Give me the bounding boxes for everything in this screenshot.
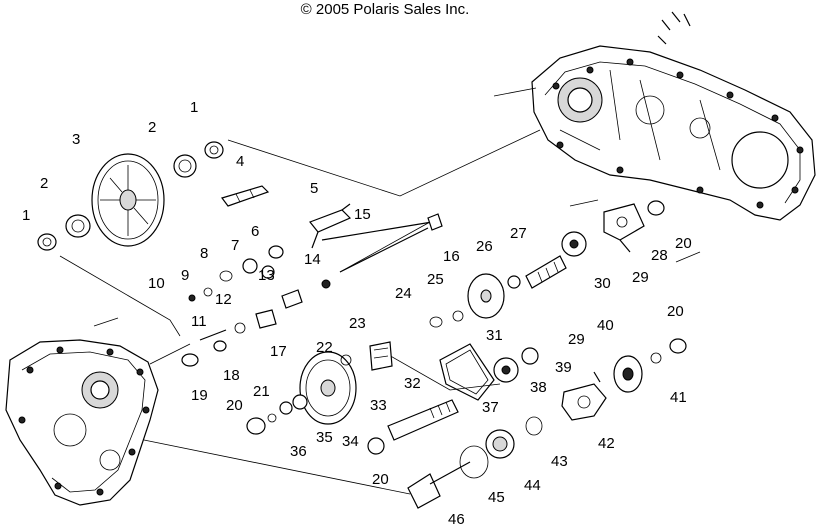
part-31-sprocket — [467, 273, 505, 319]
callout-20c: 20 — [675, 235, 692, 252]
part-44-bearing — [485, 429, 515, 459]
callout-27: 27 — [510, 225, 527, 242]
part-41 — [650, 352, 662, 364]
part-1-lower — [37, 233, 57, 251]
part-32-shaft — [387, 399, 459, 441]
callout-10: 10 — [148, 275, 165, 292]
callout-21: 21 — [253, 383, 270, 400]
callout-26: 26 — [476, 238, 493, 255]
callout-38: 38 — [530, 379, 547, 396]
part-43 — [525, 416, 543, 436]
callout-4: 4 — [236, 153, 244, 170]
callout-19: 19 — [191, 387, 208, 404]
callout-31: 31 — [486, 327, 503, 344]
part-20-bearings — [246, 200, 687, 455]
part-42-cover — [561, 383, 607, 421]
part-2-upper — [173, 154, 197, 178]
callout-8: 8 — [200, 245, 208, 262]
callout-20a: 20 — [226, 397, 243, 414]
callout-35: 35 — [316, 429, 333, 446]
part-35 — [292, 394, 308, 410]
callout-25: 25 — [427, 271, 444, 288]
callout-39: 39 — [555, 359, 572, 376]
callout-12: 12 — [215, 291, 232, 308]
part-4-bracket — [221, 185, 270, 207]
callout-20d: 20 — [667, 303, 684, 320]
callout-36: 36 — [290, 443, 307, 460]
callout-20b: 20 — [372, 471, 389, 488]
part-37-chain — [439, 343, 495, 401]
callout-30: 30 — [594, 275, 611, 292]
callout-1b: 1 — [22, 207, 30, 224]
callout-16: 16 — [443, 248, 460, 265]
part-2-lower — [65, 214, 91, 238]
callout-11: 11 — [191, 313, 207, 330]
callout-23: 23 — [349, 315, 366, 332]
callout-28: 28 — [651, 247, 668, 264]
callout-5: 5 — [310, 180, 318, 197]
part-3-gear — [91, 153, 165, 247]
small-parts-upper — [219, 245, 331, 289]
callout-22: 22 — [316, 339, 333, 356]
callout-18: 18 — [223, 367, 240, 384]
callout-2b: 2 — [40, 175, 48, 192]
callout-33: 33 — [370, 397, 387, 414]
callout-46: 46 — [448, 511, 465, 525]
part-28-cover — [603, 203, 645, 253]
part-30 — [561, 231, 587, 257]
callout-40: 40 — [597, 317, 614, 334]
parts-38-39 — [493, 347, 539, 383]
parts-22-23-33 — [340, 341, 393, 371]
part-46-gear — [407, 461, 471, 509]
callout-3: 3 — [72, 131, 80, 148]
copyright-notice: © 2005 Polaris Sales Inc. — [300, 1, 470, 18]
callout-29b: 29 — [568, 331, 585, 348]
part-16 — [427, 213, 443, 231]
callout-14: 14 — [304, 251, 321, 268]
callout-15: 15 — [354, 206, 371, 223]
callout-37: 37 — [482, 399, 499, 416]
callout-7: 7 — [231, 237, 239, 254]
part-29-pin — [593, 371, 601, 383]
callout-labels: 1 1 2 2 3 4 5 6 7 8 9 10 11 12 13 14 15 … — [22, 99, 692, 525]
part-34-gear — [299, 351, 357, 425]
case-half-left — [5, 317, 159, 506]
callout-34: 34 — [342, 433, 359, 450]
small-parts-middle — [181, 287, 303, 367]
callout-32: 32 — [404, 375, 421, 392]
callout-24: 24 — [395, 285, 412, 302]
part-1-upper — [204, 141, 224, 159]
callout-29a: 29 — [632, 269, 649, 286]
callout-9: 9 — [181, 267, 189, 284]
callout-44: 44 — [524, 477, 541, 494]
part-15-rod — [321, 221, 433, 273]
case-half-right — [493, 11, 816, 263]
parts-21-36 — [267, 401, 293, 423]
callout-6: 6 — [251, 223, 259, 240]
callout-2a: 2 — [148, 119, 156, 136]
callout-1a: 1 — [190, 99, 198, 116]
parts-24-25-26-27 — [429, 255, 567, 328]
part-40-gear — [613, 355, 643, 393]
callout-17: 17 — [270, 343, 287, 360]
callout-43: 43 — [551, 453, 568, 470]
callout-42: 42 — [598, 435, 615, 452]
callout-41: 41 — [670, 389, 687, 406]
callout-13: 13 — [258, 267, 275, 284]
part-5-fork — [309, 203, 352, 249]
part-45-oring — [459, 445, 489, 479]
callout-45: 45 — [488, 489, 505, 506]
